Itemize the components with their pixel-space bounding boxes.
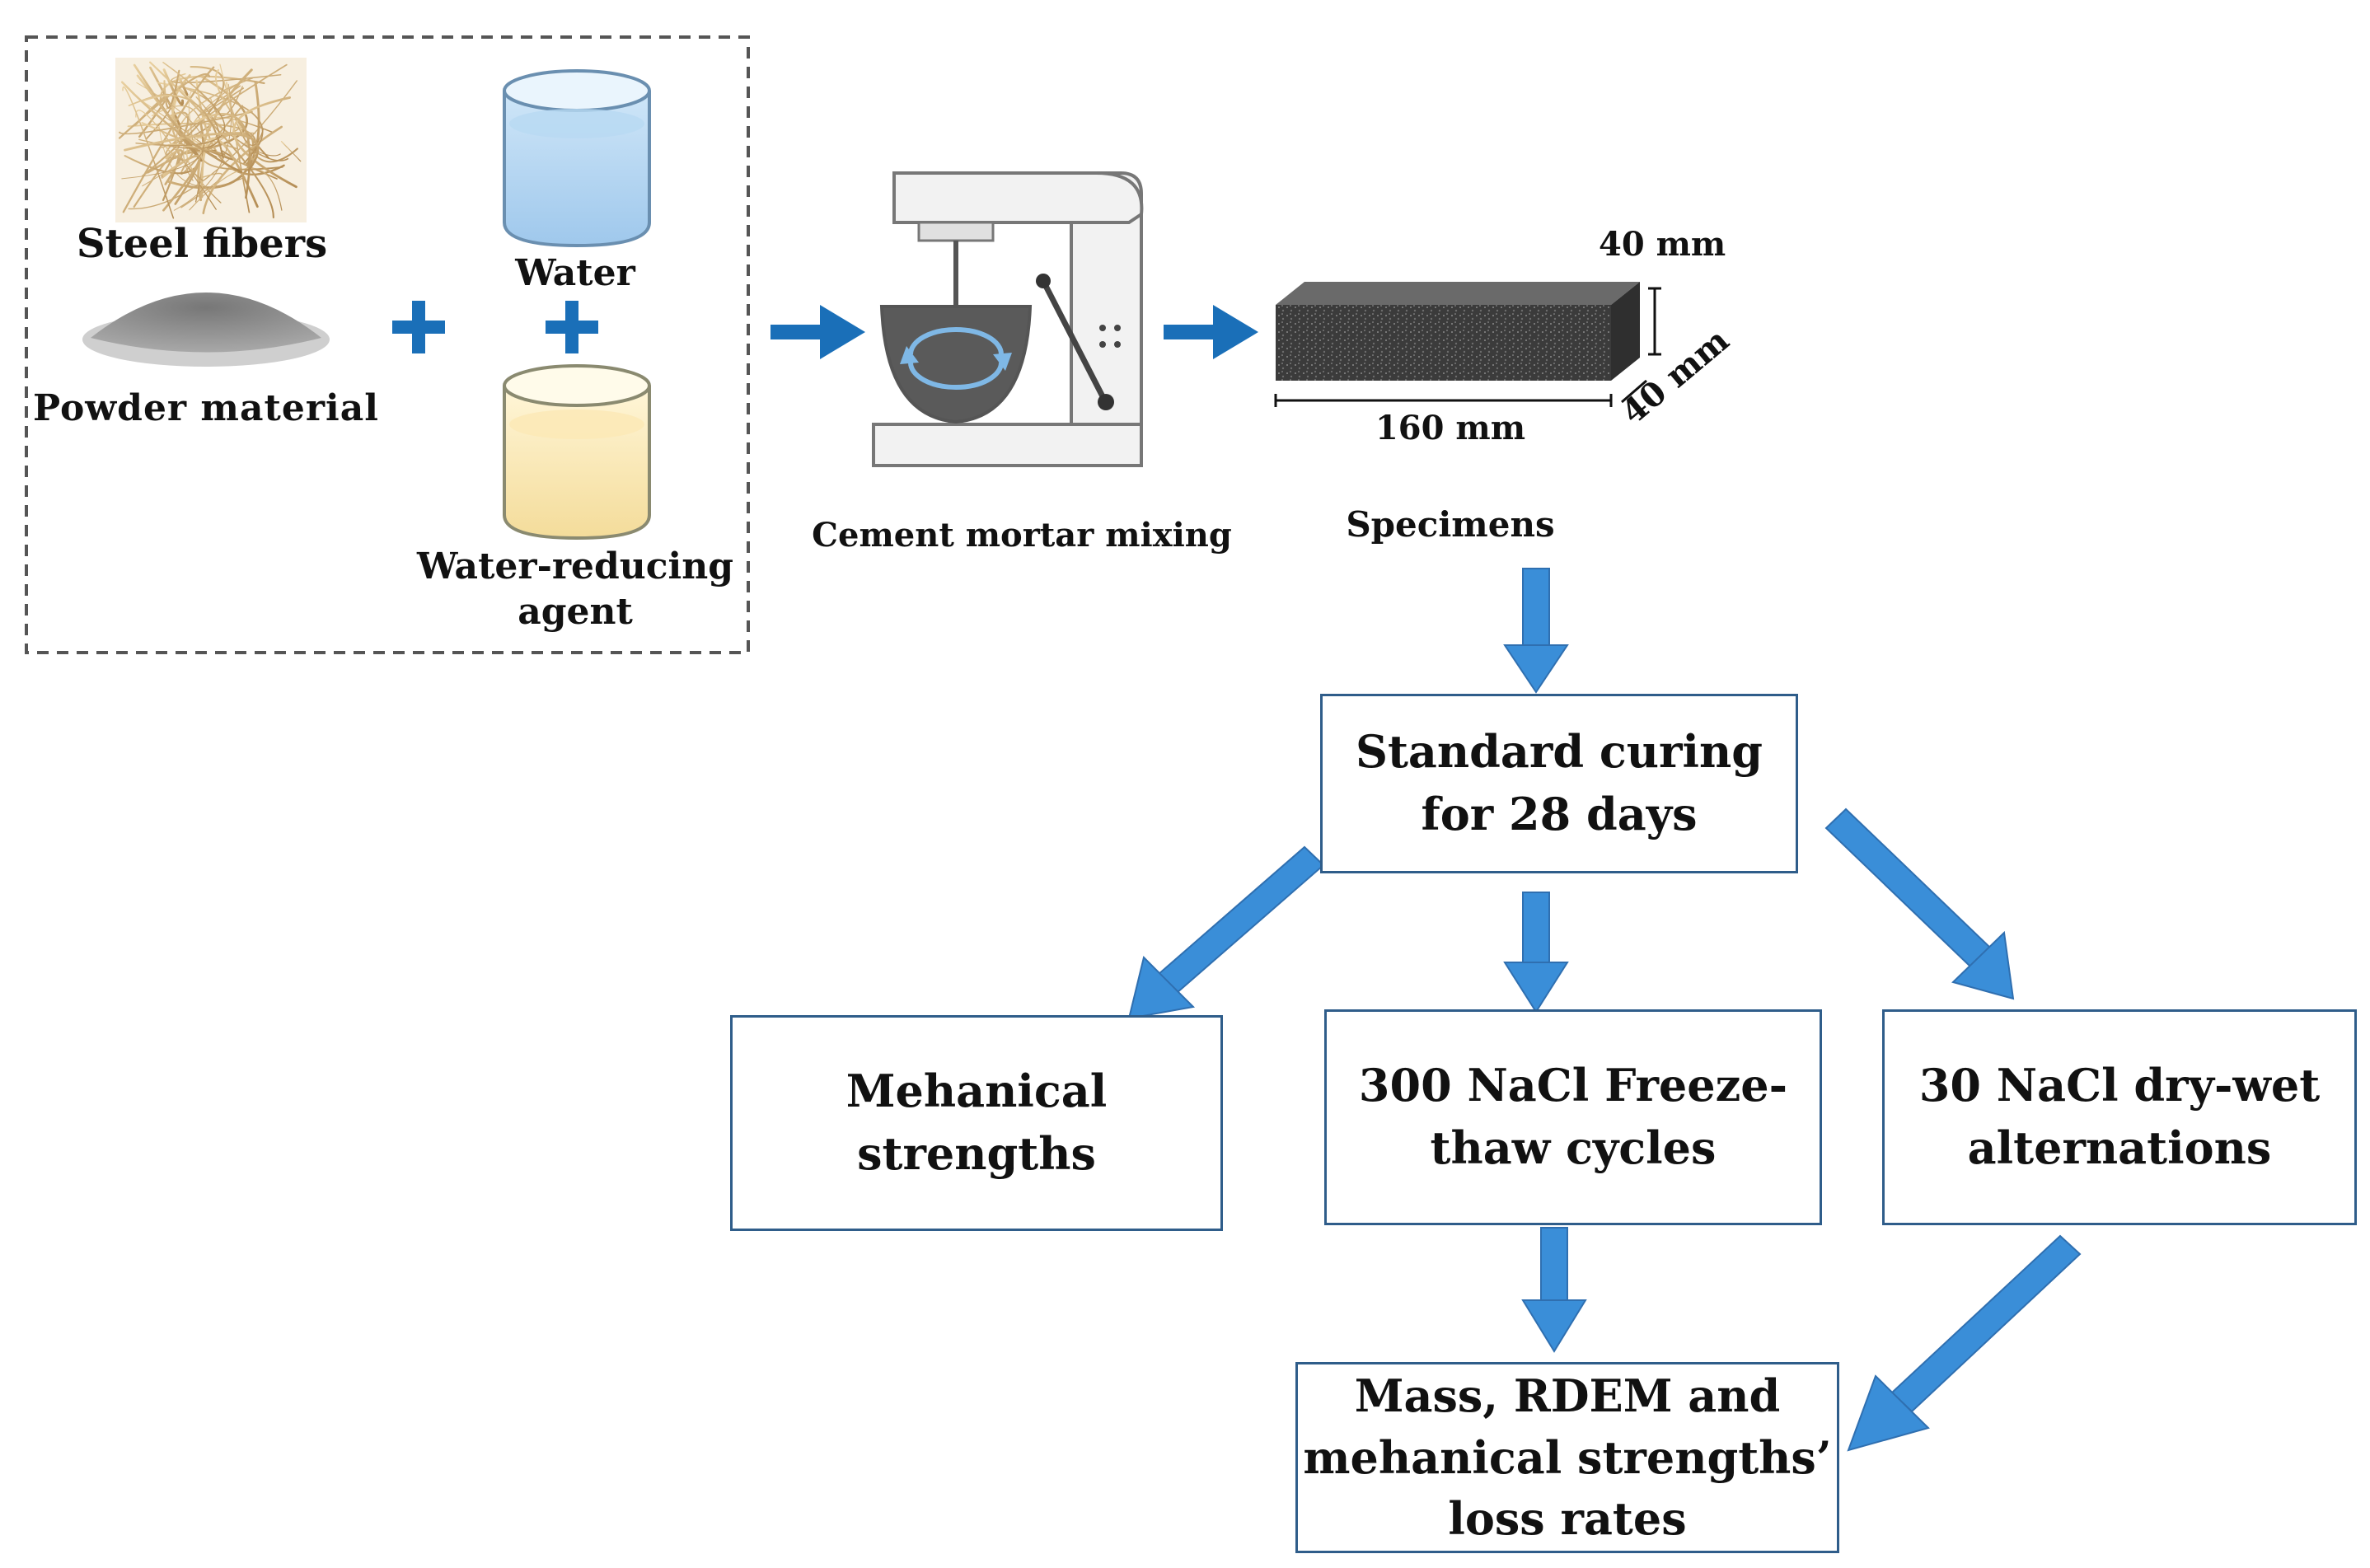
dimension-height-label: 40 mm [1599, 225, 1726, 264]
freeze-thaw-box: 300 NaCl Freeze- thaw cycles [1324, 1009, 1822, 1225]
dry-wet-box: 30 NaCl dry-wet alternations [1882, 1009, 2357, 1225]
cement-mortar-mixing-label: Cement mortar mixing [812, 516, 1232, 555]
arrow-to-specimen [1164, 305, 1258, 359]
mechanical-strengths-text: Mehanical strengths [845, 1065, 1108, 1180]
arrow-curing-to-freeze-thaw [1503, 892, 1569, 1013]
specimen-prism-icon [1274, 282, 1661, 407]
water-label: Water [515, 252, 635, 294]
water-reducing-agent-beaker-icon [503, 364, 651, 541]
dimension-length-label: 160 mm [1375, 409, 1526, 447]
freeze-thaw-text: 300 NaCl Freeze- thaw cycles [1358, 1059, 1788, 1174]
steel-fibers-icon [115, 58, 307, 222]
powder-material-icon [82, 293, 330, 367]
arrow-specimen-to-curing [1503, 568, 1569, 694]
water-beaker-icon [503, 69, 651, 248]
arrow-curing-to-dry-wet [1824, 807, 2015, 1000]
standard-curing-box: Standard curing for 28 days [1320, 694, 1798, 873]
mechanical-strengths-box: Mehanical strengths [730, 1015, 1223, 1231]
plus-icon-right [546, 301, 598, 353]
arrow-curing-to-mechanical [1127, 845, 1325, 1020]
plus-icon-left [392, 301, 445, 353]
steel-fibers-label: Steel fibers [76, 221, 328, 267]
loss-rates-text: Mass, RDEM and mehanical strengths’ loss… [1303, 1369, 1832, 1546]
mixer-icon [872, 171, 1144, 467]
water-reducing-agent-label: Water-reducing agent [416, 545, 734, 633]
powder-material-label: Powder material [33, 387, 379, 429]
standard-curing-text: Standard curing for 28 days [1355, 725, 1763, 840]
arrow-to-mixer [770, 305, 865, 359]
arrow-dry-wet-to-result [1847, 1234, 2082, 1452]
dry-wet-text: 30 NaCl dry-wet alternations [1918, 1059, 2321, 1174]
arrow-freeze-thaw-to-result [1521, 1227, 1587, 1353]
materials-frame [25, 35, 750, 654]
specimens-label: Specimens [1346, 504, 1555, 545]
loss-rates-box: Mass, RDEM and mehanical strengths’ loss… [1295, 1362, 1839, 1553]
